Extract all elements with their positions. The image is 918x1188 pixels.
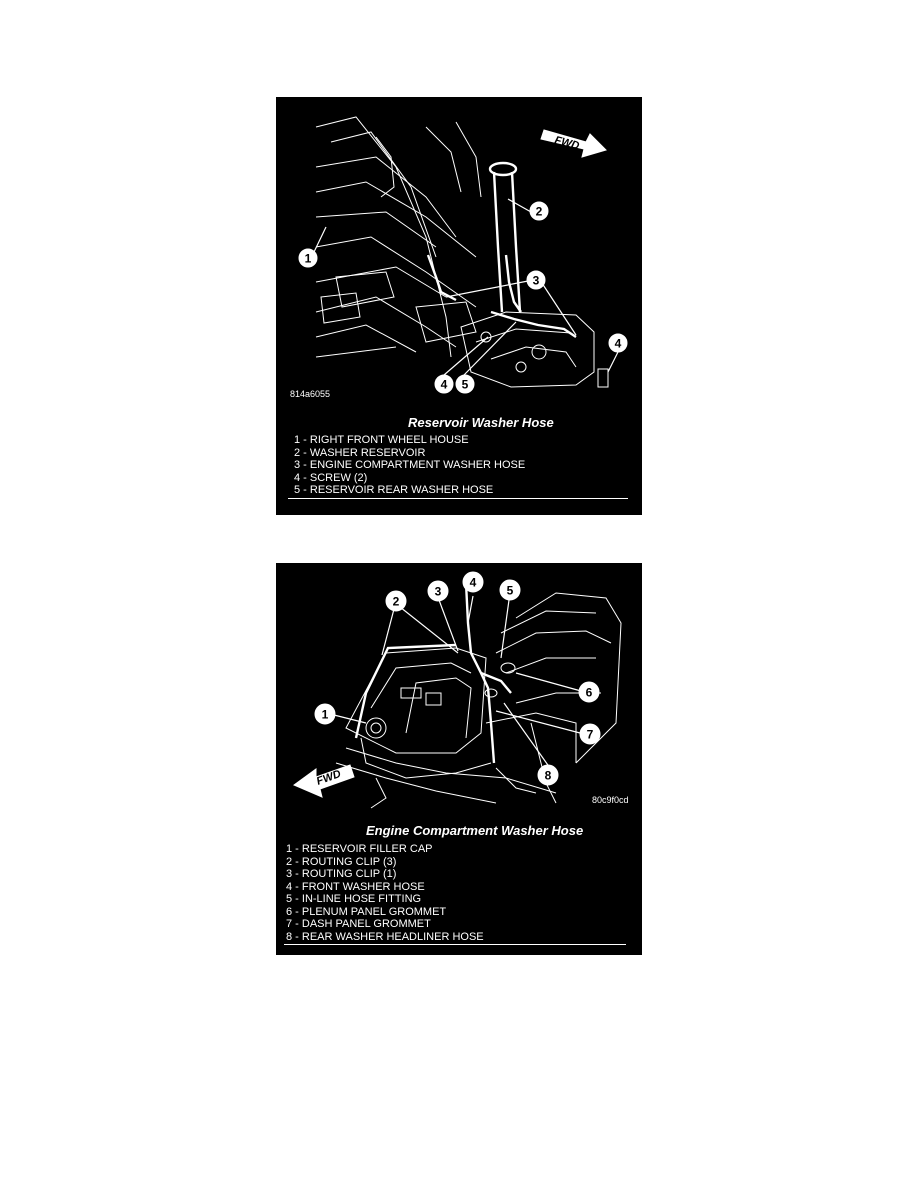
figure-legend: 1 - RESERVOIR FILLER CAP 2 - ROUTING CLI… (286, 843, 484, 943)
leader-lines (313, 198, 619, 376)
callout-6: 6 (578, 681, 600, 703)
legend-item: 6 - PLENUM PANEL GROMMET (286, 905, 447, 918)
leader-lines (333, 595, 582, 769)
line-art-body (315, 116, 482, 358)
svg-text:6: 6 (586, 686, 593, 700)
legend-item: 7 - DASH PANEL GROMMET (286, 918, 431, 930)
washer-hoses (354, 582, 512, 764)
legend-rule (288, 498, 628, 499)
svg-text:2: 2 (536, 205, 543, 219)
reservoir-washer-hose-illustration: FWD 1 2 3 4 4 (290, 116, 628, 399)
callout-4-left: 4 (434, 374, 454, 394)
legend-rule (284, 944, 626, 945)
svg-text:8: 8 (545, 769, 552, 783)
legend-item: 3 - ENGINE COMPARTMENT WASHER HOSE (294, 459, 526, 471)
legend-item: 1 - RIGHT FRONT WHEEL HOUSE (294, 434, 469, 446)
engine-compartment-washer-hose-illustration: FWD 1 2 3 4 (292, 571, 629, 809)
svg-text:4: 4 (470, 576, 477, 590)
figure-title: Engine Compartment Washer Hose (366, 823, 584, 838)
legend-item: 3 - ROUTING CLIP (1) (286, 868, 397, 880)
fwd-label: FWD (553, 134, 580, 152)
svg-text:4: 4 (615, 337, 622, 351)
callout-2: 2 (385, 590, 407, 612)
legend-item: 2 - ROUTING CLIP (3) (286, 855, 397, 868)
fwd-arrow: FWD (540, 129, 607, 158)
screw-part (480, 331, 609, 388)
figure-legend: 1 - RIGHT FRONT WHEEL HOUSE 2 - WASHER R… (294, 434, 525, 497)
callout-8: 8 (537, 764, 559, 786)
legend-item: 2 - WASHER RESERVOIR (294, 446, 426, 459)
legend-item: 4 - SCREW (2) (294, 471, 368, 484)
figure-code: 80c9f0cd (592, 795, 629, 805)
callout-1: 1 (298, 248, 318, 268)
legend-item: 8 - REAR WASHER HEADLINER HOSE (286, 930, 484, 943)
svg-text:3: 3 (435, 585, 442, 599)
line-art-body (335, 592, 622, 809)
svg-text:1: 1 (305, 252, 312, 266)
legend-item: 1 - RESERVOIR FILLER CAP (286, 843, 433, 855)
legend-item: 5 - IN-LINE HOSE FITTING (286, 893, 422, 905)
svg-text:5: 5 (462, 378, 469, 392)
svg-text:5: 5 (507, 584, 514, 598)
washer-reservoir-neck (488, 161, 522, 313)
svg-text:4: 4 (441, 378, 448, 392)
callout-3: 3 (526, 270, 546, 290)
callout-7: 7 (579, 723, 601, 745)
washer-reservoir-tank (460, 311, 595, 388)
svg-text:7: 7 (587, 728, 594, 742)
callout-4-right: 4 (608, 333, 628, 353)
callout-3: 3 (427, 580, 449, 602)
svg-text:2: 2 (393, 595, 400, 609)
fwd-arrow: FWD (292, 764, 355, 798)
figure-title: Reservoir Washer Hose (408, 415, 554, 430)
callout-5: 5 (499, 579, 521, 601)
callout-4: 4 (462, 571, 484, 593)
svg-text:3: 3 (533, 274, 540, 288)
legend-item: 4 - FRONT WASHER HOSE (286, 880, 425, 893)
legend-item: 5 - RESERVOIR REAR WASHER HOSE (294, 484, 494, 496)
grommets (484, 662, 516, 698)
engine-compartment-washer-hose-figure: FWD 1 2 3 4 (276, 563, 642, 955)
callout-2: 2 (529, 201, 549, 221)
figure-code: 814a6055 (290, 389, 330, 399)
reservoir-washer-hose-figure: FWD 1 2 3 4 4 (276, 97, 642, 515)
callout-1: 1 (314, 703, 336, 725)
svg-text:1: 1 (322, 708, 329, 722)
callout-5: 5 (455, 374, 475, 394)
